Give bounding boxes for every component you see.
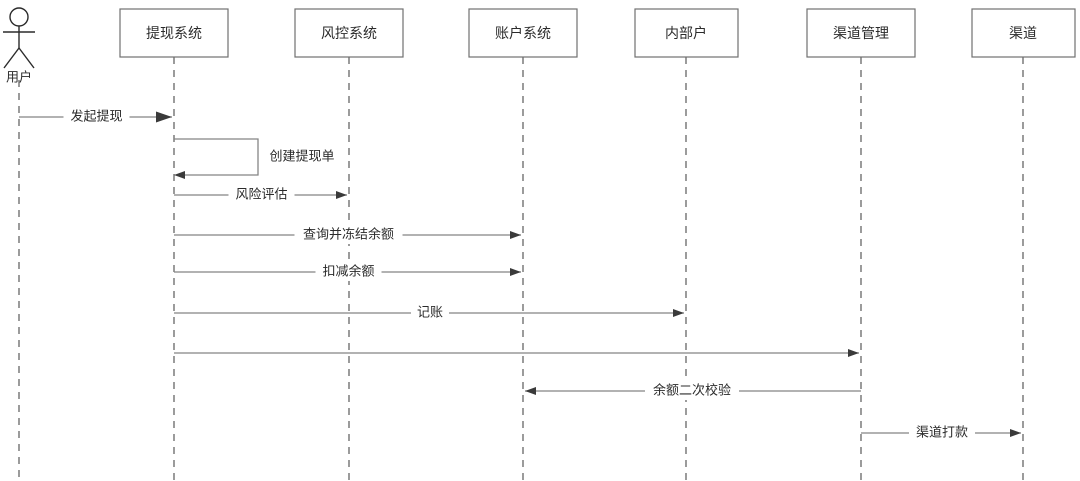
message-8[interactable]: 余额二次校验 [525,382,861,400]
participant-risk[interactable]: 风控系统 [294,8,404,58]
arrow-head-icon [174,171,185,179]
arrow-head-icon [510,268,521,276]
message-2[interactable]: 创建提现单 [174,138,335,179]
participant-user[interactable]: 用户 [3,7,35,86]
actor-head-icon [9,7,29,27]
actor-leg-left-icon [3,47,20,69]
message-label-backdrop-9 [909,424,975,442]
participant-label-user: 用户 [6,70,32,86]
arrow-head-icon [525,387,536,395]
message-label-5: 扣减余额 [322,264,374,280]
message-label-6: 记账 [417,306,443,321]
participant-channel[interactable]: 渠道 [971,8,1076,58]
message-6[interactable]: 记账 [174,304,684,322]
message-label-backdrop-8 [645,382,739,400]
actor-leg-right-icon [18,47,35,69]
message-1[interactable]: 发起提现 [19,108,172,126]
participant-account[interactable]: 账户系统 [468,8,578,58]
participant-internal[interactable]: 内部户 [634,8,739,58]
participant-box-internal[interactable] [634,8,739,58]
message-label-4: 查询并冻结余额 [303,227,394,243]
arrow-head-icon [156,111,172,123]
arrow-head-icon [1010,429,1021,437]
participant-label-account: 账户系统 [495,25,551,42]
participant-label-risk: 风控系统 [321,26,377,42]
participant-box-account[interactable] [468,8,578,58]
participant-box-channel[interactable] [971,8,1076,58]
message-5[interactable]: 扣减余额 [174,263,521,281]
participant-withdraw[interactable]: 提现系统 [119,8,229,58]
message-label-8: 余额二次校验 [653,383,731,399]
message-7[interactable] [174,349,859,357]
message-label-backdrop-1 [63,108,130,126]
message-self-path [174,138,259,176]
participant-label-chanmgr: 渠道管理 [833,26,889,42]
message-3[interactable]: 风险评估 [174,186,347,204]
message-label-9: 渠道打款 [916,426,968,441]
participant-label-withdraw: 提现系统 [146,26,202,42]
arrow-head-icon [848,349,859,357]
message-label-backdrop-3 [228,186,295,204]
lifelines-layer [18,57,1024,481]
participant-chanmgr[interactable]: 渠道管理 [806,8,916,58]
arrow-head-icon [510,231,521,239]
message-label-3: 风险评估 [235,188,287,203]
message-4[interactable]: 查询并冻结余额 [174,226,521,244]
message-9[interactable]: 渠道打款 [861,424,1021,442]
participant-label-channel: 渠道 [1009,26,1037,42]
message-label-backdrop-6 [411,304,449,322]
participant-label-internal: 内部户 [665,25,707,42]
arrow-head-icon [673,309,684,317]
participant-box-withdraw[interactable] [119,8,229,58]
arrow-head-icon [336,191,347,199]
message-label-1: 发起提现 [70,109,122,125]
participant-box-chanmgr[interactable] [806,8,916,58]
participants-layer: 用户 提现系统 风控系统 账户系统 内部户 渠道管理 渠道 [3,7,1076,86]
message-label-backdrop-5 [315,263,382,281]
participant-box-risk[interactable] [294,8,404,58]
message-label-2: 创建提现单 [269,149,334,165]
message-label-backdrop-4 [294,226,403,244]
